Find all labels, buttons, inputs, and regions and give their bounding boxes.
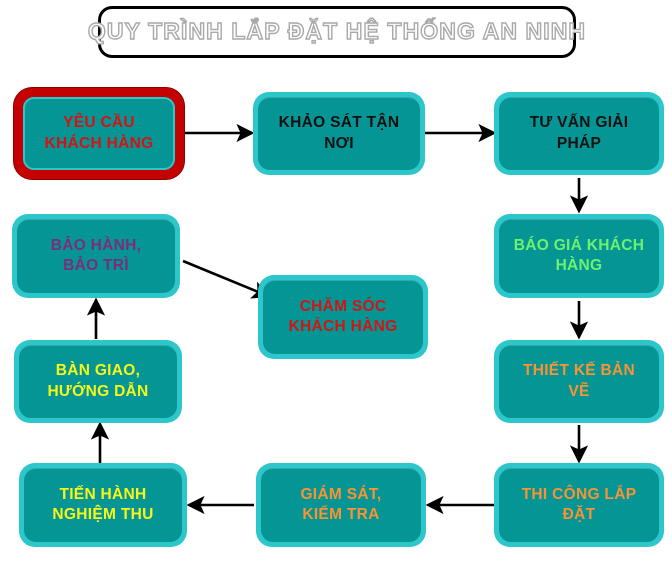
node-bao-hanh-bao-tri[interactable]: BẢO HÀNH,BẢO TRÌ	[12, 214, 180, 298]
node-body: BẢO HÀNH,BẢO TRÌ	[17, 219, 175, 293]
node-body: BÀN GIAO,HƯỚNG DẪN	[19, 345, 177, 418]
page-title: QUY TRÌNH LẮP ĐẶT HỆ THỐNG AN NINH	[87, 17, 587, 44]
node-giam-sat-kiem-tra[interactable]: GIÁM SÁT,KIỂM TRA	[256, 463, 426, 547]
node-label: BÀN GIAO,HƯỚNG DẪN	[47, 362, 149, 400]
node-label: BẢO HÀNH,BẢO TRÌ	[50, 236, 142, 274]
node-body: GIÁM SÁT,KIỂM TRA	[261, 468, 421, 542]
diagram-title-frame: QUY TRÌNH LẮP ĐẶT HỆ THỐNG AN NINH	[87, 6, 587, 58]
edge-bao-hanh-to-cham-soc	[182, 259, 271, 299]
node-label: GIÁM SÁT,KIỂM TRA	[300, 485, 382, 523]
node-ban-giao-huong-dan[interactable]: BÀN GIAO,HƯỚNG DẪN	[14, 340, 182, 423]
